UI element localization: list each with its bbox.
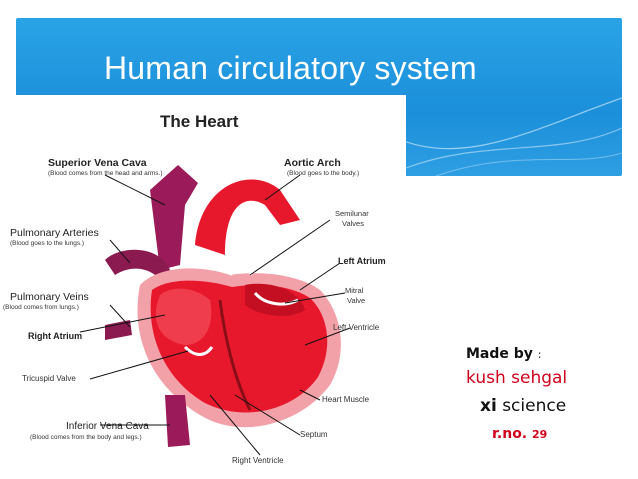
slide-title: Human circulatory system xyxy=(104,50,477,86)
label-pulmonary-veins-note: (Blood comes from lungs.) xyxy=(3,304,79,311)
label-inferior-vena-cava: Inferior Vena Cava xyxy=(66,421,149,432)
label-left-ventricle: Left Ventricle xyxy=(333,323,380,332)
pulmonary-veins-shape xyxy=(105,320,132,340)
aortic-arch-shape xyxy=(195,179,300,255)
right-atrium-shape xyxy=(155,288,212,345)
label-aortic-arch-note: (Blood goes to the body.) xyxy=(287,170,360,177)
label-semilunar-1: Semilunar xyxy=(335,209,369,218)
made-by-colon: : xyxy=(537,348,542,361)
label-heart-muscle: Heart Muscle xyxy=(322,395,370,404)
roll-number: 29 xyxy=(532,428,548,441)
septum-shape xyxy=(218,299,252,411)
label-superior-vena-cava-note: (Blood comes from the head and arms.) xyxy=(48,170,163,177)
label-septum: Septum xyxy=(300,430,328,439)
made-by-label: Made by xyxy=(466,346,533,362)
label-inferior-vena-cava-note: (Blood comes from the body and legs.) xyxy=(30,434,142,441)
label-pulmonary-veins: Pulmonary Veins xyxy=(10,291,89,303)
label-semilunar-2: Valves xyxy=(342,219,364,228)
left-atrium-shape xyxy=(245,283,305,317)
author-name: kush sehgal xyxy=(466,368,568,388)
tricuspid-valve-shape xyxy=(183,345,214,356)
label-pulmonary-arteries-note: (Blood goes to the lungs.) xyxy=(10,240,85,247)
roll-number-line: r.no. 29 xyxy=(492,426,547,442)
class-stream: science xyxy=(502,396,567,416)
label-mitral-2: Valve xyxy=(347,296,366,305)
roll-label: r.no. xyxy=(492,426,528,442)
label-right-atrium: Right Atrium xyxy=(28,331,83,341)
label-mitral-1: Mitral xyxy=(345,286,364,295)
class-line: xi science xyxy=(480,396,566,416)
diagram-heading: The Heart xyxy=(160,112,239,131)
banner-wave-decoration xyxy=(395,97,622,176)
label-pulmonary-arteries: Pulmonary Arteries xyxy=(10,227,99,239)
label-left-atrium: Left Atrium xyxy=(338,256,386,266)
label-superior-vena-cava: Superior Vena Cava xyxy=(48,157,147,169)
class-grade: xi xyxy=(480,396,497,416)
heart-diagram xyxy=(79,165,351,456)
label-tricuspid-valve: Tricuspid Valve xyxy=(22,374,76,383)
inferior-vena-cava-shape xyxy=(165,395,190,447)
label-pointer-lines xyxy=(79,174,351,456)
label-aortic-arch: Aortic Arch xyxy=(284,157,341,169)
superior-vena-cava-shape xyxy=(150,165,198,270)
label-right-ventricle: Right Ventricle xyxy=(232,456,284,465)
pulmonary-artery-shape xyxy=(105,249,170,280)
semilunar-valve-shape xyxy=(229,267,253,276)
made-by-line: Made by : xyxy=(466,346,542,362)
